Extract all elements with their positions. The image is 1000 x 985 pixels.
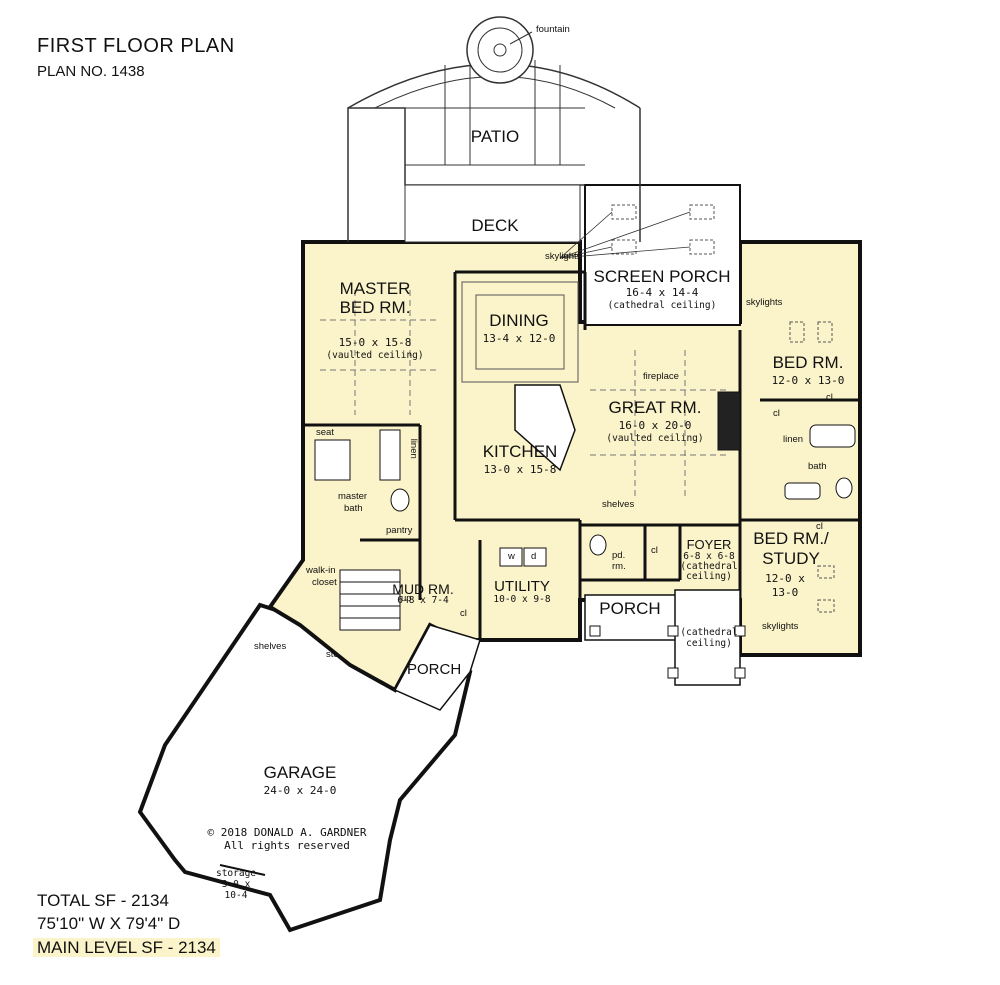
walk-in-label-1: walk-in: [306, 565, 336, 576]
fireplace: [717, 391, 741, 451]
room-screen-porch-dims: 16-4 x 14-4: [625, 286, 699, 299]
foyer-closet-label: cl: [651, 545, 658, 556]
room-great-dims: 16-0 x 20-0: [618, 419, 692, 432]
storage-dims-2: 10-4: [224, 890, 248, 901]
storage-label: storage: [215, 868, 257, 879]
copyright-line2: All rights reserved: [224, 839, 350, 852]
shelves-label: shelves: [602, 499, 635, 510]
room-study-dims-2: 13-0: [771, 586, 799, 599]
storage-dims-1: 3-0 x: [221, 879, 251, 890]
linen-label-master: linen: [407, 438, 419, 459]
room-screen-porch: SCREEN PORCH: [593, 267, 731, 286]
room-bed: BED RM.: [772, 353, 844, 372]
copyright-line1: © 2018 DONALD A. GARDNER: [207, 826, 367, 839]
stairs-up-label: up: [401, 593, 412, 604]
room-foyer: FOYER: [686, 537, 732, 552]
room-master-bed-note: (vaulted ceiling): [326, 350, 424, 361]
study-closet-label: cl: [816, 521, 823, 532]
walk-in-label-2: closet: [312, 577, 337, 588]
side-porch-area: [393, 624, 481, 711]
powder-room-label-1: pd.: [612, 550, 626, 561]
main-level-sf: MAIN LEVEL SF - 2134: [33, 938, 220, 957]
total-sf: TOTAL SF - 2134: [37, 891, 169, 910]
skylights-label-bed: skylights: [746, 297, 783, 308]
garage-storage-label: sto.: [326, 649, 342, 660]
mud-closet-label: cl: [460, 608, 467, 619]
room-foyer-dims: 6-8 x 6-8: [683, 551, 735, 562]
room-dining: DINING: [489, 311, 549, 330]
room-study-dims-1: 12-0 x: [765, 572, 805, 585]
room-kitchen: KITCHEN: [482, 442, 558, 461]
garage-shelves-label: shelves: [254, 641, 287, 652]
fountain: [466, 16, 534, 84]
front-porch-note-2: ceiling): [686, 638, 732, 649]
room-kitchen-dims: 13-0 x 15-8: [483, 463, 557, 476]
room-master-bed-line1: MASTER: [339, 279, 411, 298]
pantry-label: pantry: [386, 525, 413, 536]
room-great: GREAT RM.: [608, 398, 702, 417]
washer-label: w: [508, 551, 515, 562]
overall-dimensions: 75'10" W X 79'4" D: [37, 914, 181, 933]
patio-label: PATIO: [470, 127, 520, 146]
bed-closet-label-2: cl: [773, 408, 780, 419]
fountain-label: fountain: [536, 24, 570, 35]
master-bath-label-2: bath: [344, 503, 363, 514]
room-study-line1: BED RM./: [753, 529, 829, 548]
room-foyer-note-1: (cathedral: [680, 561, 738, 572]
master-bath-label-1: master: [338, 491, 368, 502]
plan-number: PLAN NO. 1438: [37, 63, 145, 80]
room-dining-dims: 13-4 x 12-0: [482, 332, 556, 345]
linen-label-bed: linen: [783, 434, 804, 445]
interior-walls: [303, 270, 860, 655]
side-porch-label: PORCH: [407, 661, 462, 678]
bed-closet-label: cl: [826, 392, 833, 403]
room-screen-porch-note: (cathedral ceiling): [607, 300, 717, 311]
room-garage-dims: 24-0 x 24-0: [263, 784, 337, 797]
room-bed-dims: 12-0 x 13-0: [771, 374, 845, 387]
powder-room-label-2: rm.: [612, 561, 626, 572]
seat-label: seat: [316, 427, 334, 438]
room-utility: UTILITY: [494, 578, 550, 595]
room-master-bed-dims: 15-0 x 15-8: [338, 336, 412, 349]
room-great-note: (vaulted ceiling): [606, 433, 704, 444]
room-foyer-note-2: ceiling): [686, 571, 732, 582]
room-mud: MUD RM.: [392, 581, 454, 597]
deck-label: DECK: [471, 216, 519, 235]
plan-title: FIRST FLOOR PLAN: [37, 35, 235, 57]
room-mud-dims: 6-8 x 7-4: [397, 595, 449, 606]
room-study-line2: STUDY: [762, 549, 820, 568]
room-garage: GARAGE: [263, 763, 337, 782]
fireplace-label: fireplace: [643, 371, 679, 382]
front-porch-note-1: (cathedral: [680, 627, 738, 638]
front-porch-label: PORCH: [599, 599, 661, 618]
bath-label: bath: [808, 461, 827, 472]
room-master-bed-line2: BED RM.: [339, 298, 411, 317]
skylights-label-porch: skylights: [545, 251, 582, 262]
room-utility-dims: 10-0 x 9-8: [493, 594, 551, 605]
dryer-label: d: [531, 551, 537, 562]
skylights-label-study: skylights: [762, 621, 799, 632]
